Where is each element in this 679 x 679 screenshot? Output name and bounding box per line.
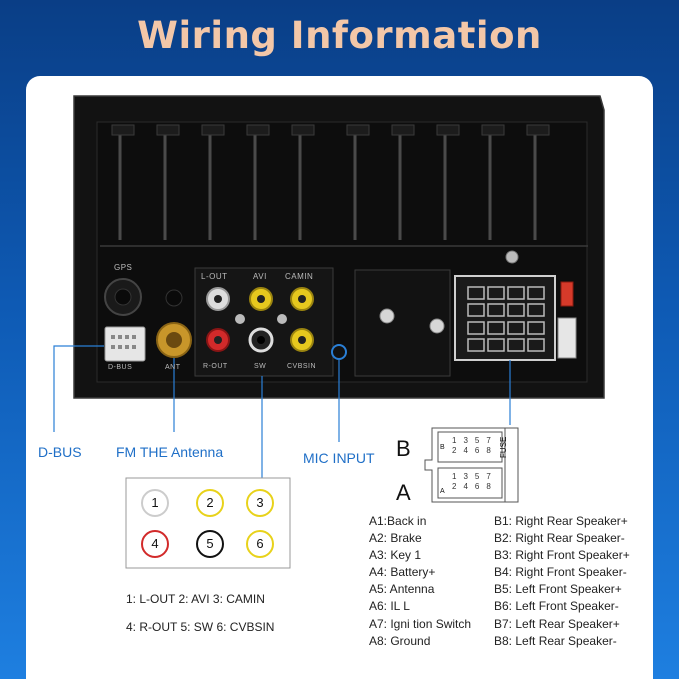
pin-a7: 7	[486, 472, 491, 481]
pinout-a3: A3: Key 1	[369, 548, 422, 563]
iso-connector-diagram	[424, 427, 519, 503]
rca-3: 3	[246, 489, 274, 517]
dbus-port-label: D-BUS	[108, 364, 133, 371]
pin-b7: 7	[486, 436, 491, 445]
rca-4: 4	[141, 530, 169, 558]
avi-label: AVI	[253, 272, 267, 281]
connector-pin-grid: 1 3 5 7 2 4 6 8 1 3 5 7 2 4 6 8	[452, 436, 491, 492]
iso-connector-housing	[454, 275, 556, 361]
rca-6: 6	[246, 530, 274, 558]
mounting-bracket	[354, 269, 451, 377]
callout-lines	[53, 345, 511, 478]
pinout-a7: A7: Igni tion Switch	[369, 616, 472, 631]
pin-b3: 3	[463, 436, 468, 445]
pinout-a4: A4: Battery+	[369, 565, 436, 580]
rca-2: 2	[196, 489, 224, 517]
connector-side-b: B	[440, 444, 445, 451]
pin-b4: 4	[463, 446, 468, 455]
heatsink-fin-caps	[111, 124, 550, 136]
pinout-b2: B2: Right Rear Speaker-	[494, 531, 625, 546]
pinout-b1: B1: Right Rear Speaker+	[494, 514, 628, 528]
pinout-b4: B4: Right Front Speaker-	[494, 565, 627, 580]
pin-a6: 6	[474, 482, 480, 491]
connector-side-a: A	[440, 488, 445, 495]
side-hole	[165, 289, 183, 307]
heatsink-fins	[118, 130, 537, 240]
pin-a5: 5	[474, 472, 480, 481]
sw-label: SW	[254, 363, 267, 370]
r-out-label: R-OUT	[203, 363, 228, 370]
l-out-label: L-OUT	[201, 272, 228, 281]
pin-a4: 4	[463, 482, 468, 491]
screw-1	[379, 308, 395, 324]
gps-label: GPS	[114, 263, 133, 272]
connector-label-a: A	[396, 480, 411, 505]
rca-block	[194, 267, 334, 377]
pinout-a6: A6: IL L	[369, 599, 410, 614]
pin-b2: 2	[452, 446, 457, 455]
rca-legend-row-2: 4: R-OUT 5: SW 6: CVBSIN	[126, 620, 275, 634]
pinout-list-b: B1: Right Rear Speaker+ B2: Right Rear S…	[494, 513, 630, 650]
pinout-b8: B8: Left Rear Speaker-	[494, 633, 617, 648]
pin-a1: 1	[452, 472, 457, 481]
pinout-a1: A1:Back in	[369, 514, 427, 528]
dbus-pins	[111, 335, 136, 349]
page-title: Wiring Information	[137, 14, 542, 57]
pin-b6: 6	[474, 446, 480, 455]
pinout-list-a: A1:Back in A2: Brake A3: Key 1 A4: Batte…	[369, 513, 471, 650]
pinout-a2: A2: Brake	[369, 531, 422, 546]
pin-b1: 1	[452, 436, 457, 445]
pinout-b7: B7: Left Rear Speaker+	[494, 616, 620, 631]
callout-dbus: D-BUS	[38, 444, 82, 460]
callout-mic-input: MIC INPUT	[303, 450, 375, 466]
pinout-b6: B6: Left Front Speaker-	[494, 599, 619, 614]
connector-label-b: B	[396, 436, 411, 461]
pin-b8: 8	[486, 446, 491, 455]
iso-pins	[467, 286, 545, 352]
rca-jacks	[206, 287, 314, 353]
pin-a2: 2	[452, 482, 457, 491]
rca-1: 1	[141, 489, 169, 517]
gps-port-core	[114, 288, 132, 306]
screw-3	[505, 250, 519, 264]
ant-label: ANT	[165, 364, 181, 371]
pinout-b5: B5: Left Front Speaker+	[494, 582, 622, 597]
mic-port	[331, 344, 347, 360]
pinout-a8: A8: Ground	[369, 633, 431, 648]
antenna-port-core	[166, 332, 182, 348]
callout-fm-antenna: FM THE Antenna	[116, 444, 224, 460]
connector-fuse-label: FUSE	[499, 436, 508, 458]
cvbsin-label: CVBSIN	[287, 363, 317, 370]
dbus-connector	[104, 326, 146, 362]
pin-a3: 3	[463, 472, 468, 481]
pinout-b3: B3: Right Front Speaker+	[494, 548, 630, 563]
rca-5: 5	[196, 530, 224, 558]
fuse-holder	[557, 317, 577, 359]
screw-2	[429, 318, 445, 334]
pinout-a5: A5: Antenna	[369, 582, 435, 597]
pin-b5: 5	[474, 436, 480, 445]
camin-label: CAMIN	[285, 272, 314, 281]
rca-legend-row-1: 1: L-OUT 2: AVI 3: CAMIN	[126, 592, 265, 606]
fuse	[560, 281, 574, 307]
pin-a8: 8	[486, 482, 491, 491]
